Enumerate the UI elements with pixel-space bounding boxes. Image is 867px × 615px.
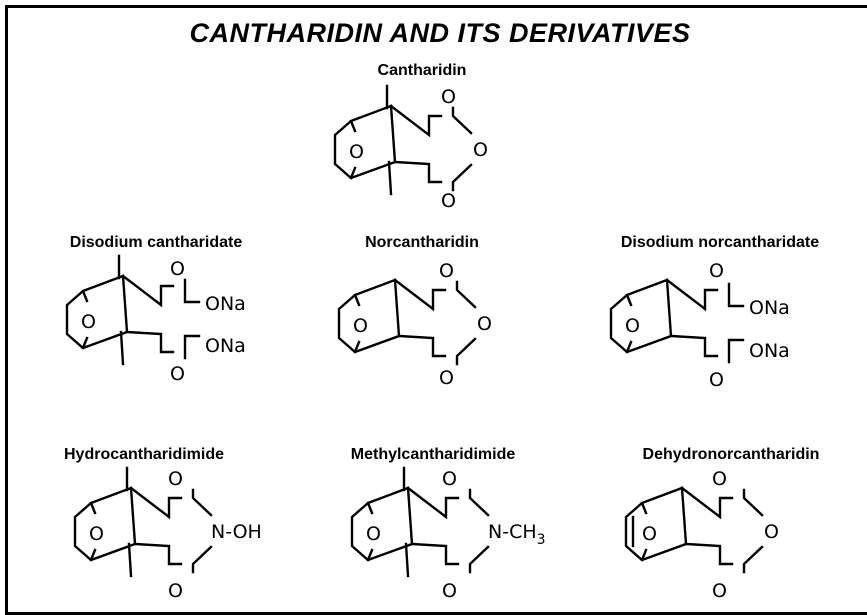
carbonyl-oxygen-bottom: O [170, 363, 185, 385]
carbonyl-oxygen-top: O [439, 260, 454, 282]
n-hydroxy-label: N-OH [211, 521, 262, 543]
bridge-oxygen-label: O [349, 141, 364, 163]
carbonyl-oxygen-top: O [441, 86, 456, 108]
structure-disodium-norcantharidate: O O O ONa ONa [609, 260, 790, 391]
n-methyl-text: N-CH [488, 521, 537, 543]
sodium-oxide-label-top: ONa [749, 297, 790, 319]
carbonyl-oxygen-top: O [709, 260, 724, 282]
structure-dehydronorcantharidin: O O O O [624, 468, 779, 602]
ring-oxygen-label: O [764, 521, 779, 543]
compound-name-methylcantharidimide: Methylcantharidimide [350, 446, 516, 463]
n-methyl-label: N-CH3 [488, 521, 546, 548]
carbonyl-oxygen-top: O [442, 468, 457, 490]
bridge-oxygen-label: O [353, 315, 368, 337]
compound-name-disodium-cantharidate: Disodium cantharidate [69, 234, 243, 251]
compound-name-hydrocantharidimide: Hydrocantharidimide [63, 446, 225, 463]
sodium-oxide-label-top: ONa [205, 293, 246, 315]
carbonyl-oxygen-bottom: O [168, 580, 183, 602]
figure-frame [5, 5, 867, 615]
structure-norcantharidin: O O O O [337, 260, 492, 389]
compound-name-disodium-norcantharidate: Disodium norcantharidate [620, 234, 820, 251]
structure-hydrocantharidimide: O O O N-OH [73, 466, 262, 602]
structure-methylcantharidimide: O O O N-CH3 [350, 466, 546, 602]
bridge-oxygen-label: O [89, 523, 104, 545]
carbonyl-oxygen-bottom: O [442, 580, 457, 602]
sodium-oxide-label-bottom: ONa [749, 340, 790, 362]
carbonyl-oxygen-bottom: O [712, 580, 727, 602]
carbonyl-oxygen-top: O [170, 258, 185, 280]
ring-oxygen-label: O [477, 313, 492, 335]
structure-cantharidin: O O O O [333, 84, 488, 212]
figure-title: CANTHARIDIN AND ITS DERIVATIVES [189, 18, 691, 48]
bridge-oxygen-label: O [366, 523, 381, 545]
carbonyl-oxygen-bottom: O [439, 367, 454, 389]
ring-oxygen-label: O [473, 139, 488, 161]
compound-name-dehydronorcantharidin: Dehydronorcantharidin [642, 446, 820, 463]
carbonyl-oxygen-bottom: O [709, 369, 724, 391]
bridge-oxygen-label: O [625, 315, 640, 337]
structure-disodium-cantharidate: O O O ONa ONa [65, 254, 246, 385]
sodium-oxide-label-bottom: ONa [205, 335, 246, 357]
carbonyl-oxygen-bottom: O [441, 190, 456, 212]
compound-name-norcantharidin: Norcantharidin [365, 234, 479, 251]
n-methyl-subscript: 3 [537, 532, 546, 548]
carbonyl-oxygen-top: O [712, 468, 727, 490]
bridge-oxygen-label: O [81, 311, 96, 333]
compound-name-cantharidin: Cantharidin [377, 62, 467, 79]
bridge-oxygen-label: O [642, 523, 657, 545]
carbonyl-oxygen-top: O [168, 468, 183, 490]
